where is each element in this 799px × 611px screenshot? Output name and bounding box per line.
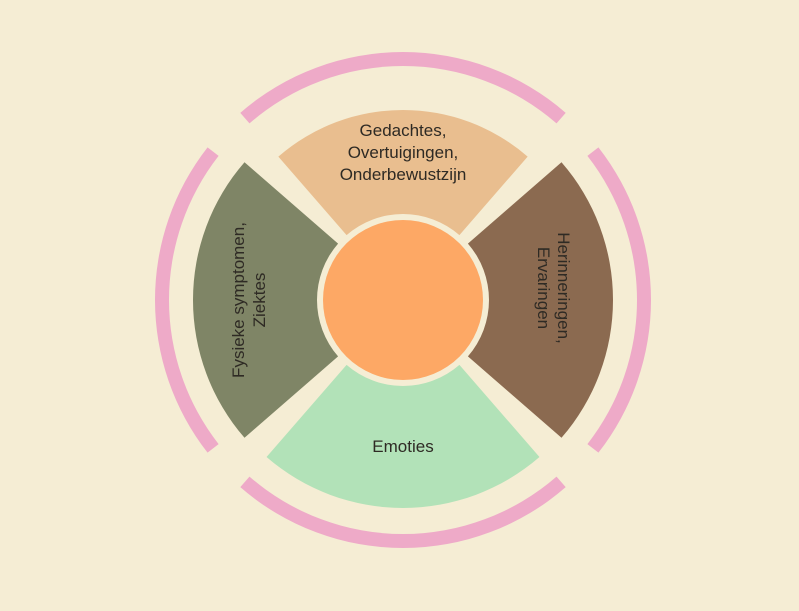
label-line: Fysieke symptomen, (229, 222, 248, 378)
segment-label-thoughts: Gedachtes, Overtuigingen, Onderbewustzij… (340, 121, 467, 184)
label-line: Ziektes (250, 273, 269, 328)
ring-arc (587, 147, 652, 453)
ring-arc (240, 476, 566, 548)
ring-arc (155, 147, 219, 453)
segment-label-memories: Herinneringen, Ervaringen (534, 232, 573, 344)
segment-thoughts (278, 109, 528, 236)
ring-arc (240, 51, 566, 124)
label-line: Gedachtes, (360, 121, 447, 140)
label-line: Overtuigingen, (348, 143, 459, 162)
center-circle (323, 220, 483, 380)
segment-label-emotions: Emoties (372, 437, 433, 456)
label-line: Herinneringen, (554, 232, 573, 344)
segment-memories (467, 162, 613, 438)
segment-emotions (266, 364, 540, 508)
outer-ring (155, 51, 652, 548)
label-line: Onderbewustzijn (340, 165, 467, 184)
segment-label-physical: Fysieke symptomen, Ziektes (229, 222, 269, 378)
segment-physical (192, 162, 339, 438)
label-line: Ervaringen (534, 247, 553, 329)
label-line: Emoties (372, 437, 433, 456)
segments (192, 109, 613, 508)
